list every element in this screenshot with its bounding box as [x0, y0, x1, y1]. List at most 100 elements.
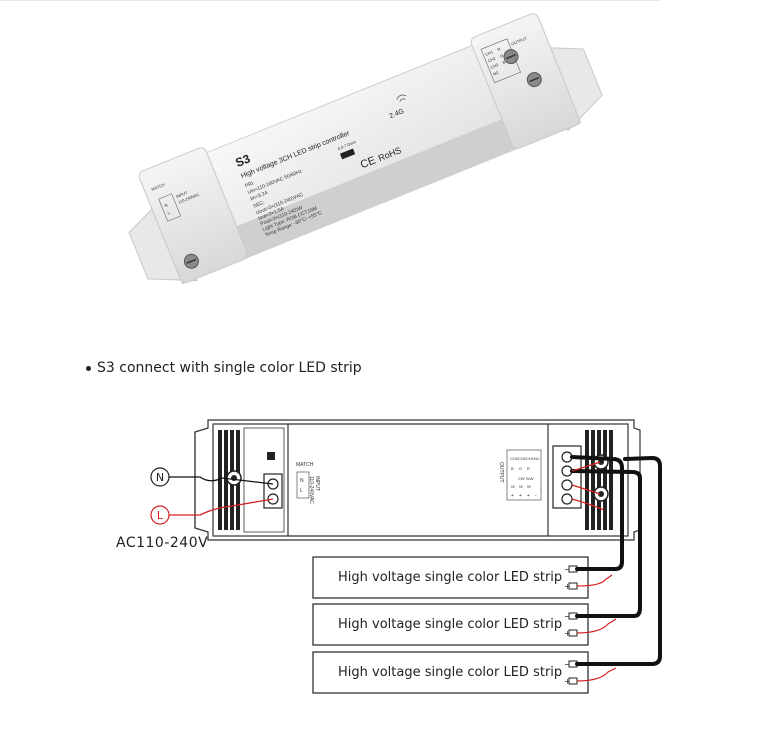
strip-box: [312, 556, 589, 599]
strip-1-label: High voltage single color LED strip: [338, 570, 563, 585]
live-wire: [169, 498, 274, 516]
input-label: INPUT: [175, 190, 189, 199]
screw-slot: [529, 77, 540, 83]
out-rgb-2: R: [527, 466, 530, 471]
sec-label: SEC:: [252, 200, 265, 210]
ac-voltage-label: AC110-240V: [116, 535, 209, 551]
out-pol-3: -: [535, 493, 537, 499]
input-terminal-box: [158, 193, 182, 222]
output-ch2: CH2: [487, 55, 497, 63]
grill-bar: [585, 430, 589, 530]
grill-bar: [224, 430, 228, 530]
right-terminal-cap: [470, 13, 580, 149]
device-underside: [168, 88, 582, 285]
output-nc: NC: [492, 70, 499, 77]
screw-slot: [186, 258, 197, 264]
ce-mark: CE: [359, 154, 378, 171]
strip-3: − +: [312, 651, 589, 694]
out-col-1: CH2: [518, 456, 527, 461]
input-terminal-l: L: [167, 210, 172, 216]
schematic-input-label-box: [296, 471, 310, 499]
grill-bar: [591, 430, 595, 530]
top-divider: [0, 0, 660, 1]
schematic-output-label: OUTPUT: [498, 462, 504, 483]
neutral-marker: N: [156, 471, 164, 484]
strip1-plus-wire: [576, 574, 613, 587]
output-terminal-box: [480, 38, 521, 84]
strip-minus-label: −: [564, 660, 571, 669]
match-label: MATCH: [151, 182, 166, 192]
right-grill: [585, 430, 613, 530]
schematic-input-label: INPUT: [314, 476, 320, 491]
grill-bar: [609, 430, 613, 530]
out-pol-0: +: [511, 493, 514, 499]
strip-minus-label: −: [564, 565, 571, 574]
out-rgb-0: B: [511, 466, 514, 471]
out-col-3: NC: [534, 456, 540, 461]
schematic-right-cap: [547, 423, 629, 537]
mount-screw-center: [598, 491, 604, 497]
output-terminal-icon: [561, 493, 573, 505]
schematic-left-cap: [212, 423, 289, 537]
output-label: OUTPUT: [510, 35, 528, 46]
wireless-icon: [396, 94, 407, 102]
screw-slot: [506, 54, 516, 60]
strip-2-label: High voltage single color LED strip: [338, 617, 563, 632]
strip-plus-pad: [568, 677, 578, 685]
grill-bar: [597, 430, 601, 530]
strip-minus-label: −: [564, 612, 571, 621]
strip-1: − +: [312, 556, 589, 599]
input-terminal-n: N: [164, 202, 169, 208]
match-button-icon: [267, 452, 275, 460]
schematic-match-label: MATCH: [296, 462, 314, 468]
bullet-icon: [86, 365, 91, 371]
out-cct-1: CW: [518, 476, 525, 481]
schematic-input-l: L: [300, 488, 303, 494]
strip-plus-label: +: [564, 629, 571, 638]
out-dim-0: W: [511, 484, 515, 489]
out-dim-2: W: [527, 484, 531, 489]
strip2-minus-wire: [570, 469, 642, 618]
grill-bar: [218, 430, 222, 530]
strip-length-icon: [339, 148, 356, 160]
product-model: S3: [233, 151, 252, 170]
strip-box: [312, 603, 589, 646]
schematic-input-n: N: [300, 478, 304, 484]
output-red-jumper: [571, 498, 605, 511]
output-g: G: [499, 53, 504, 59]
left-terminal-cap: [138, 147, 248, 284]
out-pol-1: +: [519, 493, 522, 499]
out-rgb-1: G: [519, 466, 522, 471]
schematic-output-box: [506, 449, 542, 501]
strip-plus-pad: [568, 629, 578, 637]
section-heading-text: S3 connect with single color LED strip: [97, 360, 362, 376]
strip-2: − +: [312, 603, 589, 646]
strip3-minus-wire: [575, 455, 662, 666]
output-red-jumper: [571, 484, 601, 495]
mount-screw-center: [598, 459, 604, 465]
output-terminal-icon: [561, 479, 573, 491]
product-photo: S3 High voltage 3CH LED strip controller…: [128, 13, 603, 285]
out-cct-2: WW: [526, 476, 534, 481]
strip-box: [312, 651, 589, 694]
schematic-input-voltage: 110-240VAC: [308, 476, 314, 504]
strip-3-label: High voltage single color LED strip: [338, 665, 563, 680]
neutral-wire: [169, 476, 274, 485]
live-marker: L: [157, 509, 164, 522]
section-heading: S3 connect with single color LED strip: [86, 360, 362, 376]
grill-bar: [603, 430, 607, 530]
output-red-jumper: [571, 461, 601, 472]
strip-plus-label: +: [564, 582, 571, 591]
output-b: B: [502, 59, 507, 65]
out-col-0: CH3: [510, 456, 519, 461]
pri-label: PRI:: [244, 180, 255, 189]
strip-plus-pad: [568, 582, 578, 590]
strip1-minus-wire: [570, 455, 624, 571]
strip2-plus-wire: [576, 618, 617, 634]
output-ch1: CH1: [484, 49, 494, 57]
output-r: R: [497, 46, 502, 52]
out-dim-1: W: [519, 484, 523, 489]
strip-plus-label: +: [564, 677, 571, 686]
output-ch3: CH3: [490, 62, 500, 70]
